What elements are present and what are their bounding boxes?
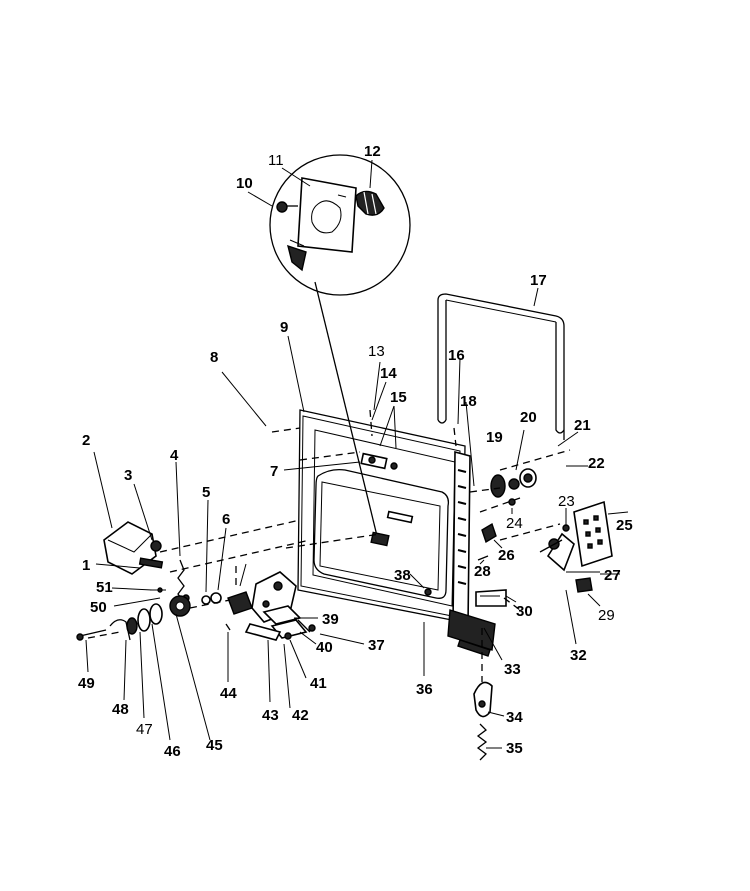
callout-10: 10 [236, 175, 253, 192]
callout-35: 35 [506, 740, 523, 757]
callout-19: 19 [486, 429, 503, 446]
detail-circle [269, 154, 411, 296]
callout-7: 7 [270, 463, 278, 480]
detail-magnifier [269, 154, 411, 296]
door-panel [297, 409, 496, 657]
callout-47: 47 [136, 721, 153, 738]
callout-23: 23 [558, 493, 575, 510]
callout-26: 26 [498, 547, 515, 564]
callout-38: 38 [394, 567, 411, 584]
callout-20: 20 [520, 409, 537, 426]
callout-41: 41 [310, 675, 327, 692]
callout-4: 4 [170, 447, 179, 464]
callout-16: 16 [448, 347, 465, 364]
callout-1: 1 [82, 557, 90, 574]
door-inner-window [313, 468, 450, 599]
detail-corner-piece [287, 244, 307, 272]
detail-leader-line [314, 281, 379, 541]
callout-50: 50 [90, 599, 107, 616]
callout-13: 13 [368, 343, 385, 360]
callout-45: 45 [206, 737, 223, 754]
callout-51: 51 [96, 579, 113, 596]
callout-25: 25 [616, 517, 633, 534]
callout-8: 8 [210, 349, 218, 366]
callout-3: 3 [124, 467, 132, 484]
leader-lines [85, 159, 629, 749]
callout-5: 5 [202, 484, 210, 501]
callout-34: 34 [506, 709, 523, 726]
assembly-lines [87, 409, 571, 682]
control-block [573, 500, 613, 568]
callout-17: 17 [530, 272, 547, 289]
callout-29: 29 [598, 607, 615, 624]
detail-clip [355, 190, 385, 216]
callout-37: 37 [368, 637, 385, 654]
callout-39: 39 [322, 611, 339, 628]
detail-screw [276, 201, 288, 213]
callout-labels: 1 2 3 4 5 6 7 8 9 10 11 12 13 14 15 16 1… [78, 143, 633, 760]
callout-36: 36 [416, 681, 433, 698]
callout-14: 14 [380, 365, 397, 382]
callout-2: 2 [82, 432, 90, 449]
door-handle [437, 293, 565, 440]
callout-30: 30 [516, 603, 533, 620]
callout-6: 6 [222, 511, 230, 528]
callout-44: 44 [220, 685, 237, 702]
callout-33: 33 [504, 661, 521, 678]
callout-46: 46 [164, 743, 181, 760]
callout-9: 9 [280, 319, 288, 336]
callout-11: 11 [268, 152, 284, 169]
callout-24: 24 [506, 515, 523, 532]
callout-42: 42 [292, 707, 309, 724]
detail-plate-hole [311, 200, 342, 234]
callout-32: 32 [570, 647, 587, 664]
callout-43: 43 [262, 707, 279, 724]
callout-28: 28 [474, 563, 491, 580]
callout-12: 12 [364, 143, 381, 160]
callout-15: 15 [390, 389, 407, 406]
callout-48: 48 [112, 701, 129, 718]
callout-21: 21 [574, 417, 591, 434]
callout-40: 40 [316, 639, 333, 656]
callout-22: 22 [588, 455, 605, 472]
callout-27: 27 [604, 567, 621, 584]
detail-bracket-plate [297, 177, 357, 253]
callout-49: 49 [78, 675, 95, 692]
callout-18: 18 [460, 393, 477, 410]
